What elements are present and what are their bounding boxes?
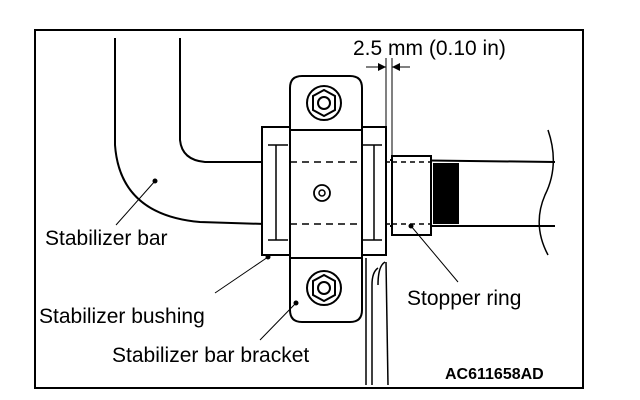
stabilizer-bar-break-line bbox=[538, 129, 555, 256]
stabilizer-bushing-label: Stabilizer bushing bbox=[39, 305, 205, 328]
upper-bolt bbox=[306, 85, 342, 121]
frame-member bbox=[365, 258, 386, 385]
stopper-ring-label: Stopper ring bbox=[407, 287, 522, 310]
lower-bolt bbox=[306, 270, 342, 306]
leader-stabilizer-bar bbox=[115, 178, 158, 226]
paint-mark-band bbox=[433, 163, 459, 224]
dimension-label: 2.5 mm (0.10 in) bbox=[353, 37, 506, 60]
figure-frame bbox=[34, 29, 584, 389]
stabilizer-bar-upper-edge bbox=[179, 38, 265, 163]
stabilizer-bar-label: Stabilizer bar bbox=[45, 227, 168, 250]
figure-code: AC611658AD bbox=[445, 366, 544, 383]
center-hole bbox=[313, 184, 331, 202]
dimension-arrow-left-head bbox=[378, 63, 386, 71]
leader-stabilizer-bar-bracket bbox=[259, 300, 299, 341]
frame-member-right bbox=[385, 261, 389, 386]
leader-stabilizer-bushing bbox=[214, 254, 271, 294]
stopper-ring bbox=[391, 155, 432, 236]
stabilizer-bar-lower-edge bbox=[114, 38, 266, 225]
stabilizer-bar-bracket-label: Stabilizer bar bracket bbox=[112, 344, 310, 367]
dimension-arrow-right-head bbox=[392, 63, 400, 71]
leader-stopper-ring bbox=[408, 223, 459, 283]
